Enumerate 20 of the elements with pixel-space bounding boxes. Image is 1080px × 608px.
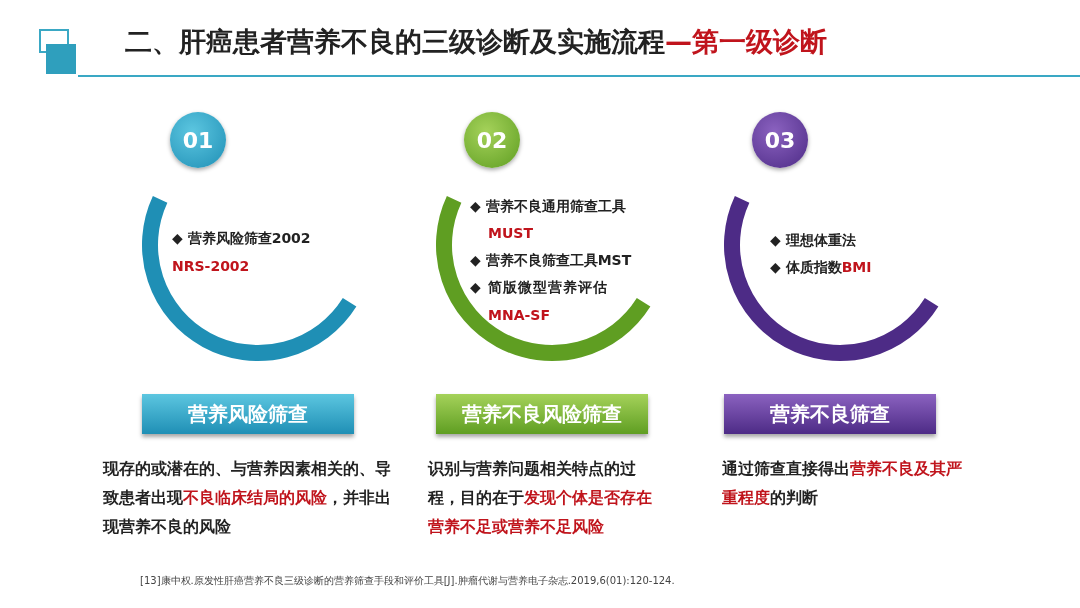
- reference-note: [13]康中权.原发性肝癌营养不良三级诊断的营养筛查手段和评价工具[J].肿瘤代谢与营养电子杂志.2019,6(01):120-124.: [140, 574, 675, 588]
- description-text: 识别与营养问题相关特点的过程，目的在于发现个体是否存在营养不足或营养不足风险: [428, 459, 653, 538]
- list-item: MNA-SF: [488, 307, 550, 323]
- number-circle: 01: [170, 112, 226, 168]
- number-circle: 03: [752, 112, 808, 168]
- list-item: ◆ 营养风险筛查2002: [172, 230, 311, 248]
- list-item: ◆ 体质指数BMI: [770, 259, 872, 277]
- title-banner: 营养不良筛查: [724, 394, 936, 434]
- list-item: NRS-2002: [172, 258, 250, 274]
- list-item: ◆ 营养不良筛查工具MST: [470, 252, 632, 270]
- list-item: ◆ 简版微型营养评估: [470, 279, 608, 297]
- number-circle: 02: [464, 112, 520, 168]
- list-item: ◆ 营养不良通用筛查工具: [470, 198, 626, 216]
- title-banner: 营养风险筛查: [142, 394, 354, 434]
- description-text: 现存的或潜在的、与营养因素相关的、导致患者出现不良临床结局的风险，并非出现营养不良的风险: [103, 459, 392, 538]
- title-banner: 营养不良风险筛查: [436, 394, 648, 434]
- list-item: ◆ 理想体重法: [770, 232, 856, 250]
- list-item: MUST: [488, 225, 533, 241]
- slide-title: 二、肝癌患者营养不良的三级诊断及实施流程—第一级诊断: [125, 25, 827, 59]
- description-text: 通过筛查直接得出营养不良及其严重程度的判断: [722, 459, 963, 509]
